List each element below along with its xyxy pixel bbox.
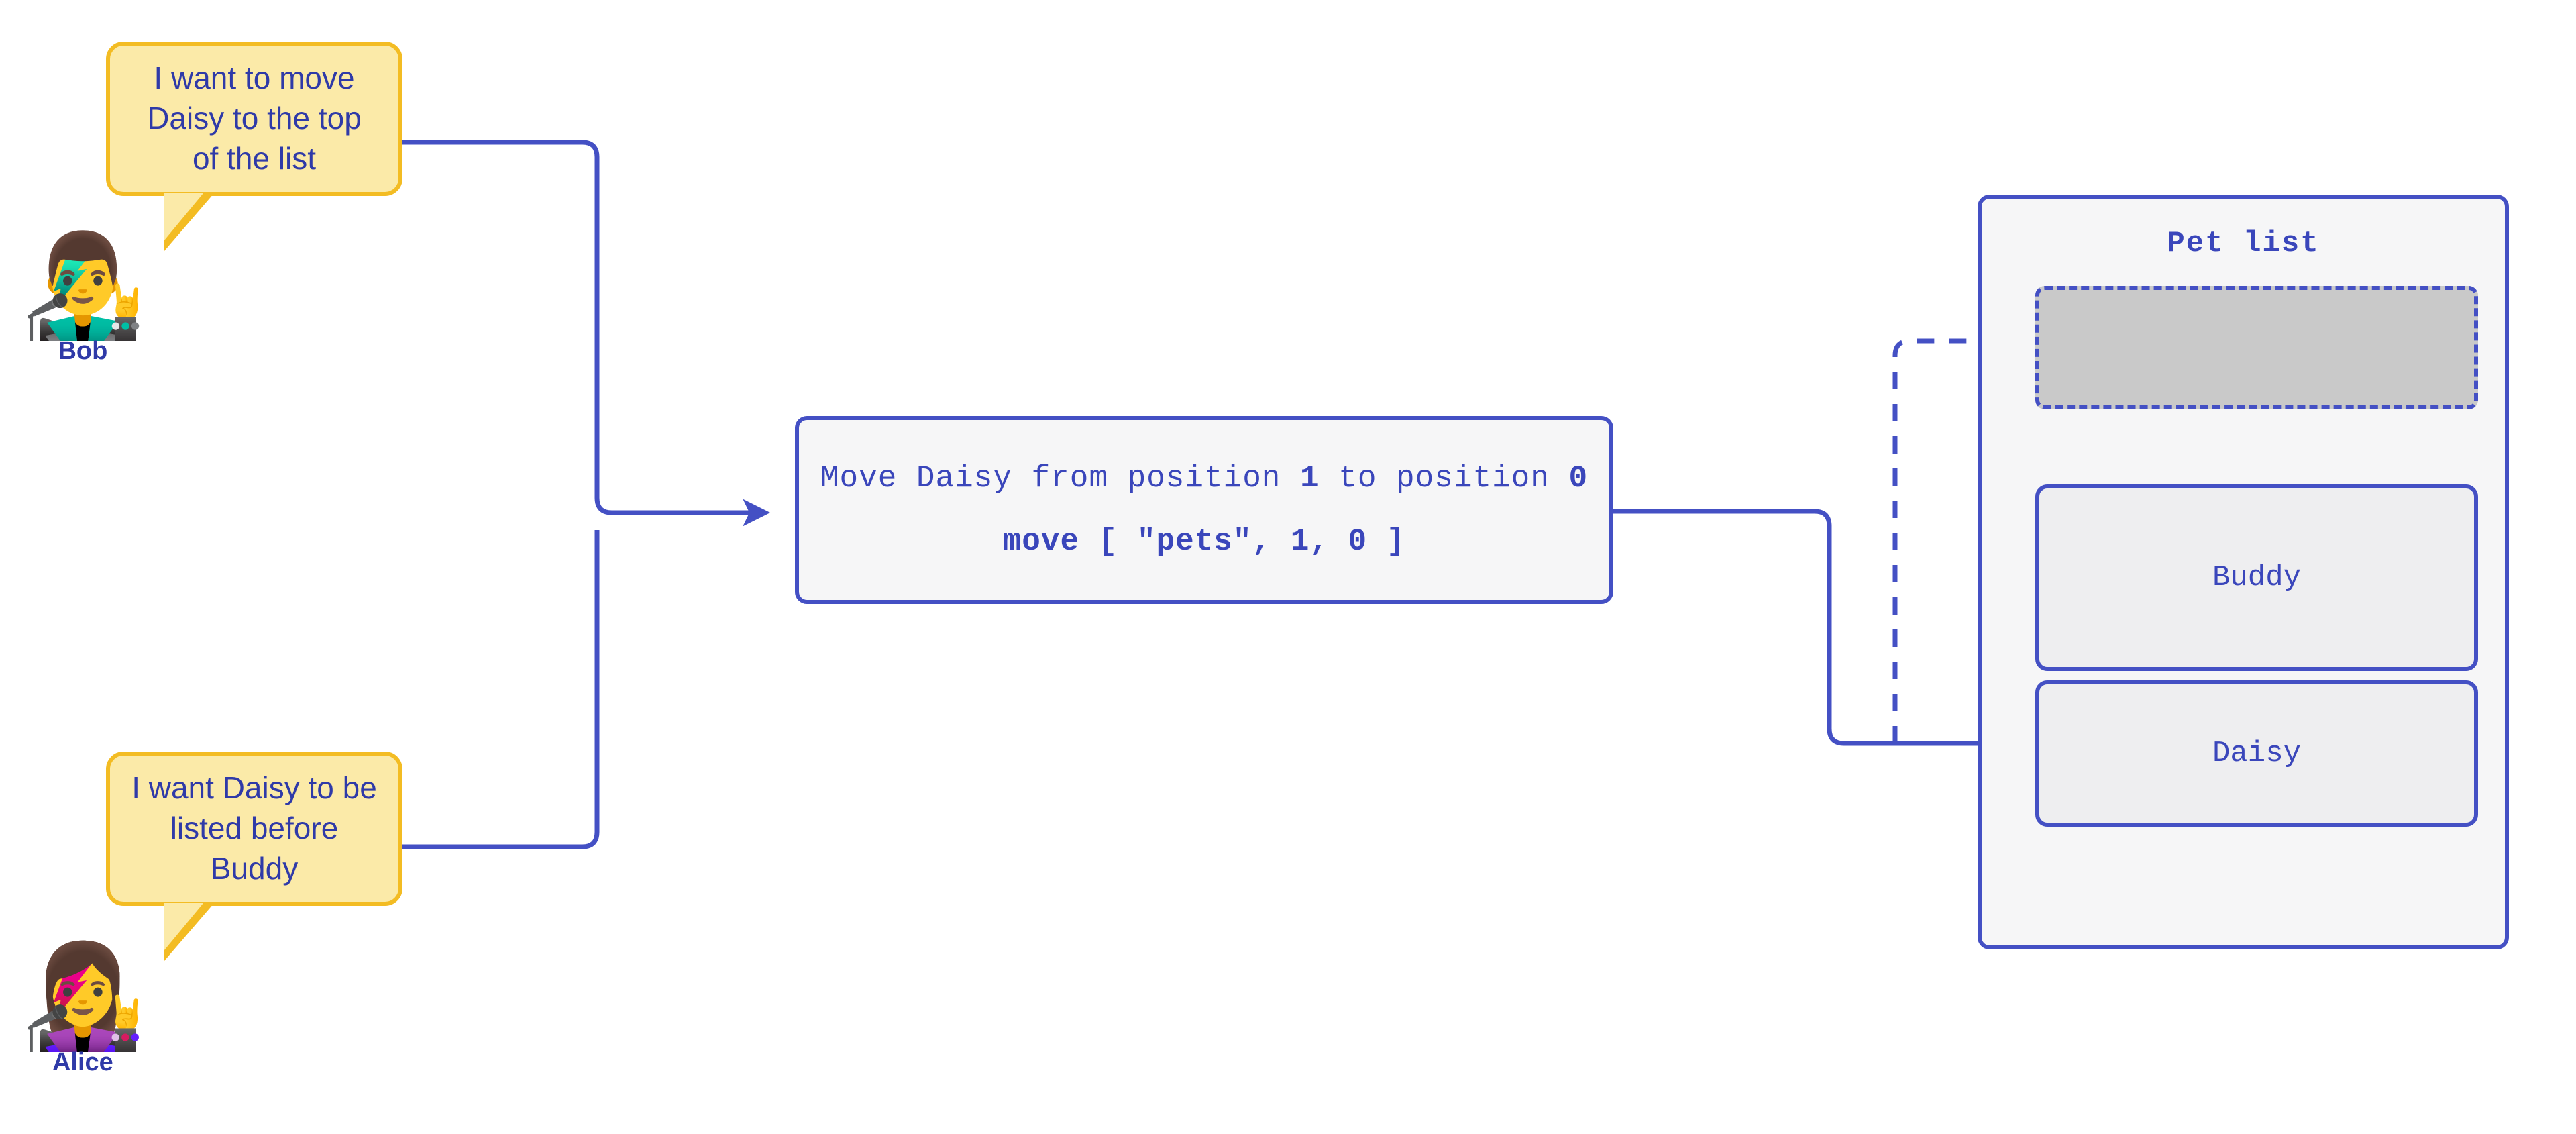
woman-singer-emoji: 👩‍🎤: [20, 940, 146, 1053]
pet-list-item-daisy[interactable]: Daisy: [2035, 680, 2478, 827]
avatar-bob-label: Bob: [58, 337, 108, 365]
speech-bubble-alice-text: I want Daisy to be listed before Buddy: [131, 770, 377, 886]
pet-list-placeholder-slot[interactable]: [2035, 286, 2478, 409]
command-desc-middle: to position: [1319, 461, 1569, 496]
command-from-position: 1: [1300, 461, 1320, 496]
command-to-position: 0: [1568, 461, 1589, 496]
command-desc-prefix: Move Daisy from position: [820, 461, 1301, 496]
command-box: Move Daisy from position 1 to position 0…: [795, 416, 1613, 604]
command-call: move [ "pets", 1, 0 ]: [1003, 524, 1406, 559]
speech-bubble-alice: I want Daisy to be listed before Buddy: [106, 752, 402, 906]
connector-command-to-daisy: [1613, 509, 2019, 758]
speech-bubble-alice-tail-fill: [164, 903, 203, 950]
command-operation: move: [1002, 524, 1080, 559]
speech-bubble-bob: I want to move Daisy to the top of the l…: [106, 42, 402, 196]
connector-alice-to-command: [402, 530, 600, 849]
speech-bubble-bob-tail-fill: [164, 193, 203, 240]
pet-list-title: Pet list: [2167, 227, 2320, 260]
pet-list-item-buddy-label: Buddy: [2212, 561, 2302, 595]
avatar-alice: 👩‍🎤 Alice: [20, 946, 146, 1077]
pet-list-item-daisy-label: Daisy: [2212, 737, 2302, 770]
pet-list-item-buddy[interactable]: Buddy: [2035, 484, 2478, 671]
avatar-alice-label: Alice: [52, 1048, 113, 1076]
avatar-bob: 👨‍🎤 Bob: [20, 235, 146, 366]
connector-bob-to-command: [402, 140, 771, 527]
speech-bubble-bob-text: I want to move Daisy to the top of the l…: [147, 60, 362, 176]
pet-list-panel: Pet list Buddy Daisy: [1978, 195, 2509, 949]
command-arguments: [ "pets", 1, 0 ]: [1079, 524, 1406, 559]
man-singer-emoji: 👨‍🎤: [20, 229, 146, 342]
command-description: Move Daisy from position 1 to position 0: [820, 461, 1588, 496]
